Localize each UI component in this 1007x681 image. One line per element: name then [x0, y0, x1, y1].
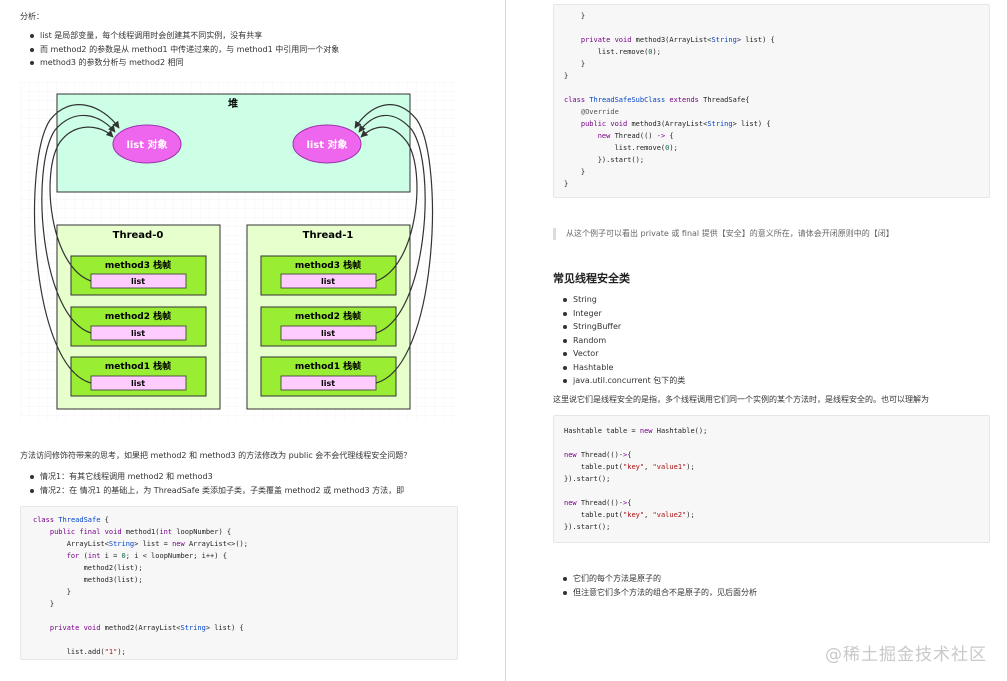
list-item: StringBuffer: [553, 320, 685, 334]
code-line: }).start();: [564, 475, 611, 483]
local-var-label: list: [321, 277, 335, 286]
code-line: }: [564, 12, 586, 20]
list-item: Random: [553, 334, 685, 348]
list-item: 但注意它们多个方法的组合不是原子的，见后面分析: [553, 586, 757, 600]
thread-1-title: Thread-1: [303, 230, 354, 241]
code-line: new Thread(()->{: [564, 451, 632, 459]
local-var-label: list: [321, 379, 335, 388]
list-item: 而 method2 的参数是从 method1 中传递过来的，与 method1…: [20, 43, 339, 57]
list-item: 它们的每个方法是原子的: [553, 572, 757, 586]
code-line: @Override: [580, 108, 619, 116]
code-line: new Thread(()->{: [564, 499, 632, 507]
threadsafe-classes-list: String Integer StringBuffer Random Vecto…: [553, 293, 685, 388]
stack-frame-title: method2 栈帧: [105, 310, 171, 322]
list-item: Vector: [553, 347, 685, 361]
list-object-left-label: list 对象: [126, 138, 167, 151]
code-line: }: [33, 588, 71, 596]
code-line: class ThreadSafe {: [33, 516, 109, 524]
code-line: public final void method1(int loopNumber…: [49, 528, 232, 536]
stack-heap-diagram: 堆 list 对象 list 对象 Thread-0 method3 栈帧 li…: [20, 82, 457, 420]
code-line: new Thread(() -> {: [597, 132, 674, 140]
stack-frame-title: method1 栈帧: [295, 360, 361, 372]
watermark: @稀土掘金技术社区: [825, 645, 987, 665]
right-page: } private void method3(ArrayList<String>…: [507, 0, 1007, 681]
code-line: table.put("key", "value2");: [564, 511, 695, 519]
code-line: Hashtable table = new Hashtable();: [564, 427, 708, 435]
local-var-label: list: [131, 277, 145, 286]
stack-frame-title: method2 栈帧: [295, 310, 361, 322]
local-var-label: list: [131, 329, 145, 338]
code-line: method2(list);: [33, 564, 143, 572]
list-item: 情况2：在 情况1 的基础上，为 ThreadSafe 类添加子类，子类覆盖 m…: [20, 484, 404, 498]
code-block-threadsafe: class ThreadSafe { public final void met…: [20, 506, 458, 660]
code-line: ArrayList<String> list = new ArrayList<>…: [33, 540, 248, 548]
code-line: class ThreadSafeSubClass extends ThreadS…: [564, 96, 750, 104]
code-line: }: [564, 60, 586, 68]
atomic-notes-list: 它们的每个方法是原子的 但注意它们多个方法的组合不是原子的，见后面分析: [553, 572, 757, 599]
code-line: list.remove(0);: [564, 144, 678, 152]
code-line: }: [564, 168, 586, 176]
list-object-left: [112, 124, 182, 164]
list-item: String: [553, 293, 685, 307]
stack-frame-title: method3 栈帧: [295, 259, 361, 271]
local-var-label: list: [321, 329, 335, 338]
code-line: table.put("key", "value1");: [564, 463, 695, 471]
list-item: 情况1：有其它线程调用 method2 和 method3: [20, 470, 404, 484]
code-line: public void method3(ArrayList<String> li…: [580, 120, 771, 128]
code-line: method3(list);: [33, 576, 143, 584]
code-line: }).start();: [564, 523, 611, 531]
code-line: private void method2(ArrayList<String> l…: [49, 624, 244, 632]
left-page: 分析： list 是局部变量，每个线程调用时会创建其不同实例，没有共享 而 me…: [20, 12, 458, 660]
list-item: method3 的参数分析与 method2 相同: [20, 56, 339, 70]
list-object-right: [292, 124, 362, 164]
thread-0-title: Thread-0: [113, 230, 164, 241]
analysis-heading: 分析：: [20, 12, 44, 21]
page-divider: [505, 0, 506, 681]
list-item: Integer: [553, 307, 685, 321]
code-line: }: [564, 180, 569, 188]
code-line: for (int i = 0; i < loopNumber; i++) {: [66, 552, 227, 560]
code-line: }: [564, 72, 569, 80]
reference-arrows-thread-1: [354, 104, 433, 384]
code-line: }: [33, 600, 55, 608]
quote-open-closed: 从这个例子可以看出 private 或 final 提供【安全】的意义所在，请体…: [553, 228, 894, 240]
local-var-label: list: [131, 379, 145, 388]
list-item: Hashtable: [553, 361, 685, 375]
analysis-bullets: list 是局部变量，每个线程调用时会创建其不同实例，没有共享 而 method…: [20, 29, 339, 70]
cases-bullets: 情况1：有其它线程调用 method2 和 method3 情况2：在 情况1 …: [20, 470, 404, 497]
stack-frame-title: method3 栈帧: [105, 259, 171, 271]
stack-frame-title: method1 栈帧: [105, 360, 171, 372]
section-title-threadsafe-classes: 常见线程安全类: [553, 272, 630, 285]
list-item: list 是局部变量，每个线程调用时会创建其不同实例，没有共享: [20, 29, 339, 43]
code-block-subclass: } private void method3(ArrayList<String>…: [553, 4, 990, 198]
code-line: private void method3(ArrayList<String> l…: [580, 36, 775, 44]
code-line: list.add("1");: [33, 648, 126, 656]
threadsafe-explanation: 这里说它们是线程安全的是指，多个线程调用它们同一个实例的某个方法时，是线程安全的…: [553, 395, 929, 404]
code-block-hashtable: Hashtable table = new Hashtable(); new T…: [553, 415, 990, 543]
code-line: }).start();: [564, 156, 645, 164]
access-modifier-question: 方法访问修饰符带来的思考，如果把 method2 和 method3 的方法修改…: [20, 451, 412, 460]
code-line: list.remove(0);: [564, 48, 661, 56]
list-item: java.util.concurrent 包下的类: [553, 374, 685, 388]
heap-title: 堆: [228, 97, 238, 110]
list-object-right-label: list 对象: [306, 138, 347, 151]
reference-arrows-thread-0: [34, 104, 120, 384]
